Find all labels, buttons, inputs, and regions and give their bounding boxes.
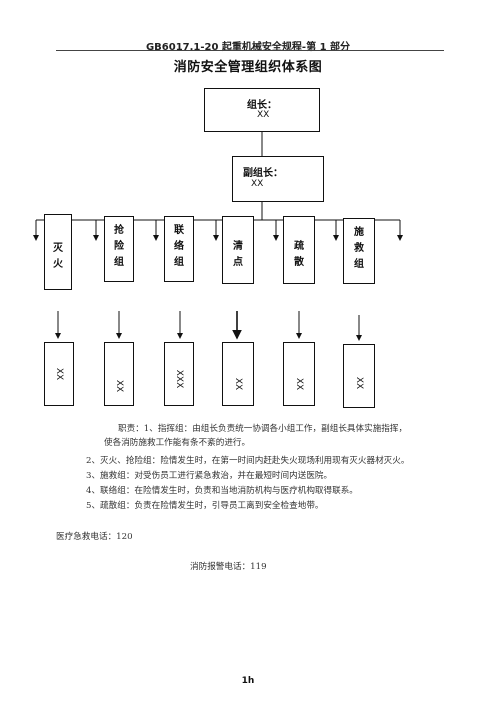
group-label-evacuation: 疏散 bbox=[294, 241, 304, 268]
fire-phone: 消防报警电话：119 bbox=[190, 562, 267, 572]
duty-line-2: 使各消防施救工作能有条不紊的进行。 bbox=[104, 438, 251, 448]
group-label-liaison: 联络组 bbox=[174, 225, 184, 268]
page-footer: 1h bbox=[241, 676, 255, 686]
member-fire: XX bbox=[54, 367, 64, 381]
member-rescue: XX bbox=[114, 380, 124, 393]
member-liaison: XXX bbox=[174, 369, 184, 389]
duty-line-1: 职责：1、指挥组：由组长负责统一协调各小组工作，副组长具体实施指挥， bbox=[118, 424, 408, 434]
group-label-headcount: 清点 bbox=[233, 241, 243, 268]
leader-name: XX bbox=[257, 110, 270, 120]
deputy-name: XX bbox=[251, 179, 264, 189]
group-box-liaison: 联络组 bbox=[164, 216, 194, 282]
group-box-fire: 灭火 bbox=[44, 214, 72, 290]
leader-box: 组长： XX bbox=[204, 88, 320, 132]
member-box-headcount: XX bbox=[222, 342, 254, 406]
member-headcount: XX bbox=[233, 377, 243, 391]
group-box-firstaid: 施救组 bbox=[343, 218, 375, 284]
deputy-role: 副组长： bbox=[243, 168, 283, 179]
medical-phone: 医疗急救电话：120 bbox=[56, 532, 133, 542]
page-title: 消防安全管理组织体系图 bbox=[173, 60, 323, 75]
group-label-fire: 灭火 bbox=[53, 243, 63, 270]
member-box-firstaid: XX bbox=[343, 344, 375, 408]
header-rule bbox=[56, 50, 444, 51]
group-box-evacuation: 疏散 bbox=[283, 216, 315, 284]
group-box-rescue: 抢险组 bbox=[104, 216, 134, 282]
member-box-rescue: XX bbox=[104, 342, 134, 406]
member-box-fire: XX bbox=[44, 342, 74, 406]
duty-line-4: 3、施救组：对受伤员工进行紧急救治，并在最短时间内送医院。 bbox=[86, 471, 333, 481]
leader-role: 组长： bbox=[247, 100, 277, 111]
group-label-firstaid: 施救组 bbox=[354, 227, 364, 270]
duty-line-3: 2、灭火、抢险组：险情发生时，在第一时间内赶赴失火现场利用现有灭火器材灭火。 bbox=[86, 456, 410, 466]
document-header: GB6017.1-20 起重机械安全规程-第 1 部分 bbox=[145, 42, 351, 53]
member-evacuation: XX bbox=[294, 377, 304, 391]
group-box-headcount: 清点 bbox=[222, 216, 254, 284]
deputy-box: 副组长： XX bbox=[232, 156, 324, 202]
group-label-rescue: 抢险组 bbox=[114, 225, 124, 268]
member-box-liaison: XXX bbox=[164, 342, 194, 406]
duty-line-5: 4、联络组：在险情发生时，负责和当地消防机构与医疗机构取得联系。 bbox=[86, 486, 358, 496]
duty-line-6: 5、疏散组：负责在险情发生时，引导员工离到安全检查地带。 bbox=[86, 501, 324, 511]
member-box-evacuation: XX bbox=[283, 342, 315, 406]
member-firstaid: XX bbox=[354, 377, 364, 390]
